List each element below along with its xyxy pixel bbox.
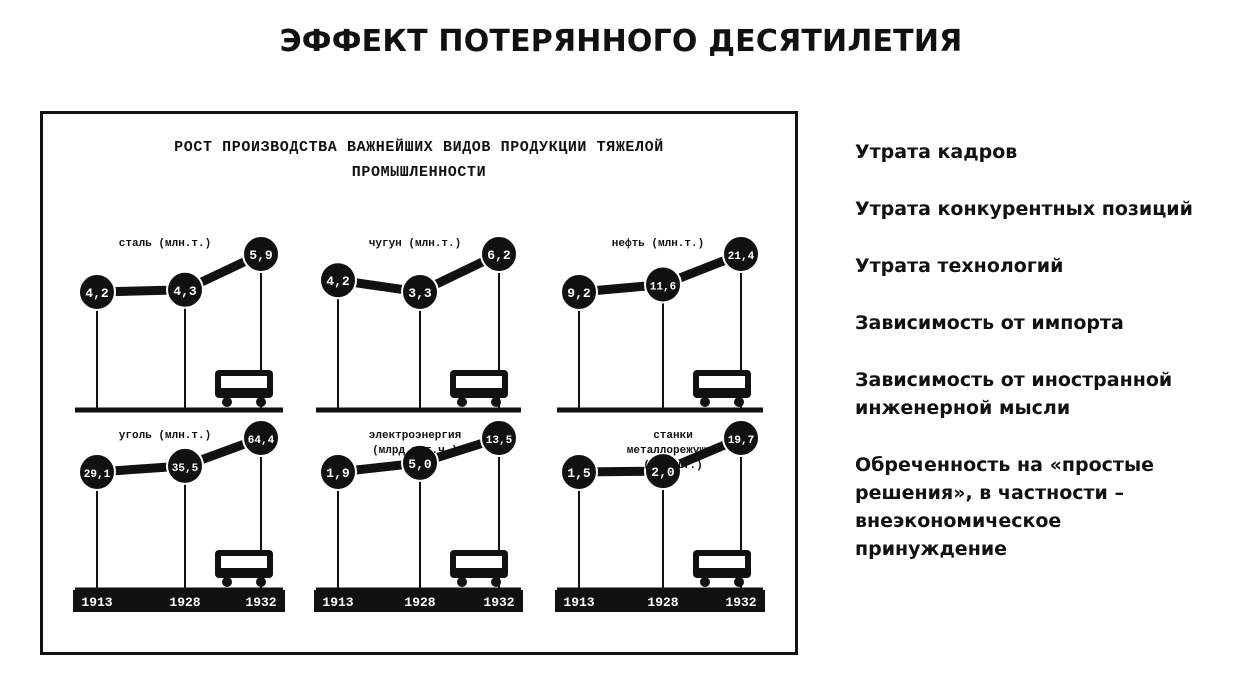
data-label: 5,0 <box>408 457 432 472</box>
effect-item: Обреченность на «простые решения», в час… <box>855 454 1155 560</box>
data-label: 19,7 <box>728 435 754 447</box>
poster-title-line1: РОСТ ПРОИЗВОДСТВА ВАЖНЕЙШИХ ВИДОВ ПРОДУК… <box>174 138 664 156</box>
chart-title: уголь (млн.т.) <box>119 430 211 442</box>
data-point <box>166 446 204 485</box>
x-tick-label: 1913 <box>322 595 353 610</box>
tank-car-icon <box>693 370 751 407</box>
data-point <box>242 235 280 273</box>
data-label: 9,2 <box>567 286 591 301</box>
data-label: 11,6 <box>650 282 676 294</box>
data-point <box>560 273 598 311</box>
data-point <box>480 235 518 273</box>
data-point <box>722 235 760 273</box>
x-tick-label: 1932 <box>245 595 276 610</box>
data-label: 1,9 <box>326 466 350 481</box>
data-point <box>560 453 598 491</box>
data-point <box>242 419 280 457</box>
data-point <box>78 273 116 311</box>
chart-title: чугун (млн.т.) <box>369 238 461 250</box>
data-point <box>644 265 682 304</box>
x-tick-label: 1932 <box>725 595 756 610</box>
effects-list: Утрата кадров Утрата конкурентных позици… <box>855 138 1227 592</box>
effect-item: Зависимость от иностранной инженерной мы… <box>855 369 1173 419</box>
data-label: 6,2 <box>487 248 511 263</box>
data-point <box>78 453 116 491</box>
coal-wagon-icon <box>215 550 273 587</box>
effect-item: Утрата конкурентных позиций <box>855 198 1193 220</box>
x-tick-label: 1913 <box>563 595 594 610</box>
chart-panel: 1,9 5,0 13,5 электроэнергия (млрд.квт.ч.) 191… <box>314 419 523 612</box>
chart-title: (млрд.квт.ч.) <box>372 445 458 457</box>
data-point <box>319 261 357 300</box>
data-label: 5,9 <box>249 248 273 263</box>
data-label: 4,2 <box>326 274 350 289</box>
x-tick-label: 1928 <box>169 595 200 610</box>
chart-title: (тыс.шт.) <box>643 460 702 472</box>
chart-panel: 1,5 2,0 19,7 станки металлорежущие (тыс.шт.) 1… <box>555 419 765 612</box>
data-label: 4,3 <box>173 284 197 299</box>
data-label: 4,2 <box>85 286 109 301</box>
production-poster: РОСТ ПРОИЗВОДСТВА ВАЖНЕЙШИХ ВИДОВ ПРОДУК… <box>40 111 798 655</box>
year-bar <box>73 590 285 612</box>
chart-panel: 4,2 4,3 5,9 сталь (млн.т.) <box>75 235 283 413</box>
data-point <box>319 453 357 491</box>
chart-title: электроэнергия <box>369 430 461 442</box>
ore-wagon-icon <box>450 370 508 407</box>
x-tick-label: 1928 <box>647 595 678 610</box>
production-charts: РОСТ ПРОИЗВОДСТВА ВАЖНЕЙШИХ ВИДОВ ПРОДУК… <box>73 138 765 612</box>
chart-panel: 29,1 35,5 64,4 уголь (млн.т.) 1913 1928 1932 <box>73 419 285 612</box>
year-bar <box>555 590 765 612</box>
power-plant-icon <box>450 550 508 587</box>
data-point <box>644 452 682 491</box>
data-label: 3,3 <box>408 286 432 301</box>
data-label: 1,5 <box>567 466 591 481</box>
chart-title: нефть (млн.т.) <box>612 237 704 250</box>
data-label: 13,5 <box>486 435 513 447</box>
data-label: 2,0 <box>651 465 675 480</box>
data-point <box>166 270 204 309</box>
x-tick-label: 1913 <box>81 595 112 610</box>
chart-panel: 9,2 11,6 21,4 нефть (млн.т.) <box>557 235 763 413</box>
poster-title-line2: ПРОМЫШЛЕННОСТИ <box>352 164 486 181</box>
chart-title: станки <box>653 430 693 442</box>
data-point <box>401 443 439 482</box>
chart-title: металлорежущие <box>627 445 720 457</box>
effect-item: Зависимость от импорта <box>855 312 1124 334</box>
data-point <box>480 419 518 457</box>
data-label: 64,4 <box>248 435 275 447</box>
x-tick-label: 1928 <box>404 595 435 610</box>
page-title: ЭФФЕКТ ПОТЕРЯННОГО ДЕСЯТИЛЕТИЯ <box>279 24 963 59</box>
data-point <box>401 273 439 311</box>
ladle-icon <box>215 370 273 407</box>
machine-tool-icon <box>693 550 751 587</box>
chart-title: сталь (млн.т.) <box>119 238 211 250</box>
data-label: 29,1 <box>84 469 111 481</box>
effect-item: Утрата кадров <box>855 141 1018 163</box>
data-point <box>722 419 760 457</box>
data-label: 21,4 <box>728 251 755 263</box>
year-bar <box>314 590 523 612</box>
x-tick-label: 1932 <box>483 595 514 610</box>
data-label: 35,5 <box>172 463 199 475</box>
effect-item: Утрата технологий <box>855 255 1064 277</box>
chart-panel: 4,2 3,3 6,2 чугун (млн.т.) <box>316 235 521 413</box>
